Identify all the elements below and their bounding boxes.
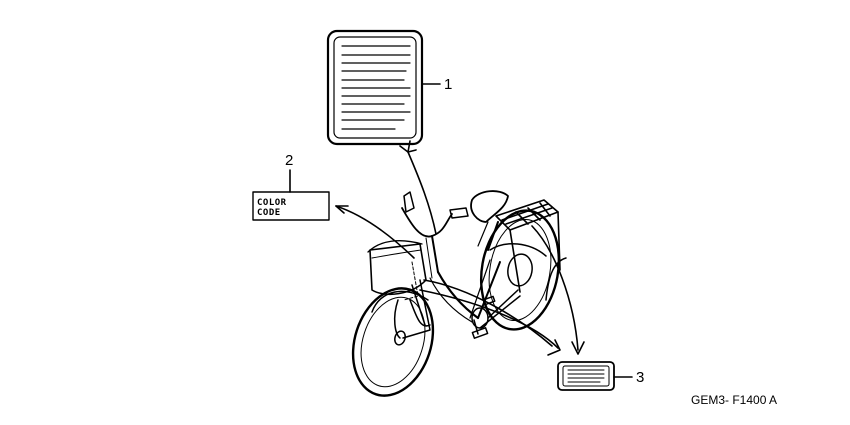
arrow-label-3-b — [423, 279, 553, 347]
rear-wheel — [479, 209, 567, 331]
figure-code: GEM3- F1400 A — [691, 393, 777, 407]
front-basket — [367, 240, 427, 296]
front-wheel — [351, 287, 435, 397]
arrow-label-3-c — [531, 225, 579, 351]
label-3-frame-label — [557, 361, 615, 391]
location-arrows — [335, 140, 585, 356]
bicycle-illustration — [351, 190, 567, 397]
label-3-text-lines — [567, 369, 605, 383]
arrow-label-3-a — [419, 289, 559, 349]
callout-2-number: 2 — [285, 152, 293, 169]
wiring-harness — [403, 261, 419, 301]
callout-3-number: 3 — [636, 369, 644, 386]
color-code-line-2: CODE — [257, 208, 281, 218]
arrow-label-2 — [335, 205, 415, 259]
label-1-text-lines — [341, 45, 411, 130]
front-fender — [371, 290, 429, 313]
color-code-line-1: COLOR — [257, 198, 287, 208]
crank-and-pedals — [471, 289, 521, 339]
seat — [470, 190, 509, 223]
front-fork — [402, 279, 431, 339]
label-2-color-code-label: COLOR CODE — [252, 191, 330, 221]
callout-1-number: 1 — [444, 76, 452, 93]
arrow-label-1 — [407, 151, 437, 235]
rear-rack — [495, 199, 561, 293]
label-1-warning-label — [326, 29, 424, 146]
handlebar — [401, 191, 469, 279]
